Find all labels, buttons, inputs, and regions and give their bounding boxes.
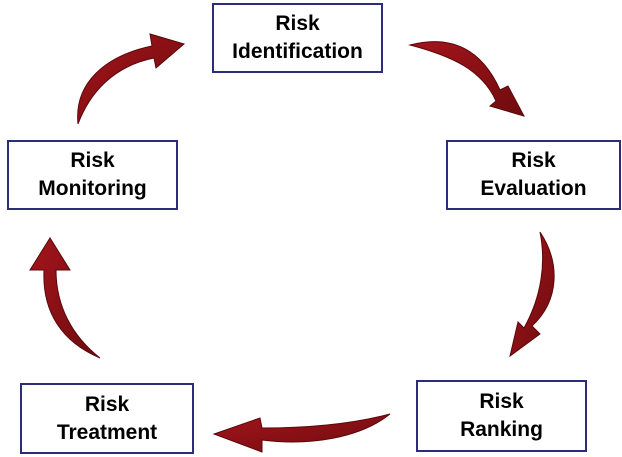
arrow-ranking-to-treatment xyxy=(212,413,391,453)
step-label-line2: Evaluation xyxy=(480,177,587,200)
step-label-line2: Monitoring xyxy=(38,177,147,200)
arrow-evaluation-to-ranking xyxy=(509,231,555,358)
step-risk-treatment: Risk Treatment xyxy=(20,383,194,454)
step-risk-evaluation: Risk Evaluation xyxy=(446,140,621,210)
arrow-monitoring-to-identification xyxy=(77,33,186,125)
step-label-line2: Ranking xyxy=(460,418,543,441)
step-risk-monitoring: Risk Monitoring xyxy=(7,140,178,210)
step-label-line1: Risk xyxy=(70,149,115,172)
step-label-line2: Treatment xyxy=(56,420,158,444)
step-label-line1: Risk xyxy=(479,390,524,413)
step-risk-identification: Risk Identification xyxy=(212,3,383,73)
step-risk-ranking: Risk Ranking xyxy=(416,380,587,452)
arrow-treatment-to-monitoring xyxy=(29,237,101,359)
step-label-line1: Risk xyxy=(511,149,556,172)
arrow-identification-to-evaluation xyxy=(408,41,526,117)
step-label-line2: Identification xyxy=(232,40,363,63)
step-label-line1: Risk xyxy=(275,12,320,35)
step-label-line1: Risk xyxy=(84,392,130,416)
